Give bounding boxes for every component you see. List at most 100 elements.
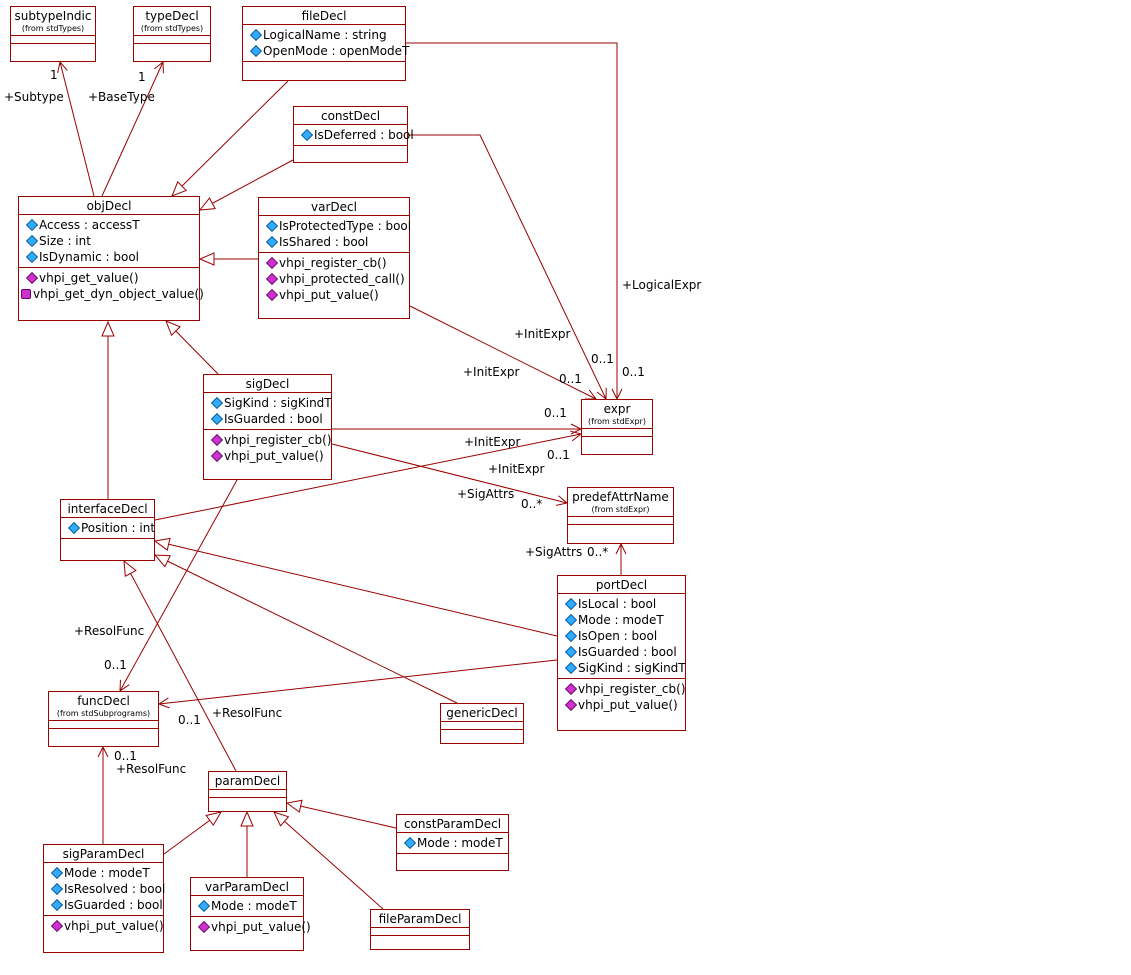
operations-compartment: vhpi_put_value() <box>44 916 164 936</box>
attribute: Mode : modeT <box>564 612 683 628</box>
role-label: +SigAttrs <box>525 545 583 559</box>
attributes-compartment <box>568 517 673 525</box>
operation-icon <box>265 272 279 286</box>
operation: vhpi_put_value() <box>50 918 164 934</box>
class-name: varParamDecl <box>191 878 303 896</box>
operations-compartment <box>243 62 405 69</box>
attributes-compartment <box>371 928 469 936</box>
operations-compartment: vhpi_get_value() vhpi_get_dyn_object_val… <box>19 268 204 304</box>
attributes-compartment: IsDeferred : bool <box>294 125 414 146</box>
attribute-icon <box>564 613 578 627</box>
class-paramDecl[interactable]: paramDecl <box>208 771 287 812</box>
assoc-objDecl-typeDecl <box>101 62 163 197</box>
operations-compartment <box>294 146 407 153</box>
class-funcDecl[interactable]: funcDecl(from stdSubprograms) <box>48 691 159 747</box>
assoc-interfaceDecl-expr <box>154 434 581 521</box>
class-constParamDecl[interactable]: constParamDecl Mode : modeT <box>396 814 509 871</box>
class-name: portDecl <box>558 576 685 594</box>
multiplicity-label: 0..1 <box>104 658 127 672</box>
class-name: interfaceDecl <box>61 500 154 518</box>
class-sigParamDecl[interactable]: sigParamDecl Mode : modeT IsResolved : b… <box>43 844 165 953</box>
operations-compartment: vhpi_put_value() <box>191 917 311 937</box>
class-fileParamDecl[interactable]: fileParamDecl <box>370 909 470 950</box>
class-constDecl[interactable]: constDecl IsDeferred : bool <box>293 106 414 163</box>
attribute-icon <box>25 234 39 248</box>
operation-icon <box>197 920 211 934</box>
class-typeDecl[interactable]: typeDecl(from stdTypes) <box>133 6 211 62</box>
gen-constParamDecl-paramDecl <box>287 803 397 829</box>
class-portDecl[interactable]: portDecl IsLocal : bool Mode : modeT IsO… <box>557 575 686 731</box>
attribute-icon <box>300 128 314 142</box>
attributes-compartment: SigKind : sigKindT IsGuarded : bool <box>204 393 332 430</box>
class-objDecl[interactable]: objDecl Access : accessT Size : int IsDy… <box>18 196 204 321</box>
role-label: +SigAttrs <box>457 487 515 501</box>
class-genericDecl[interactable]: genericDecl <box>440 703 524 744</box>
class-name: fileParamDecl <box>371 910 469 928</box>
class-name: predefAttrName(from stdExpr) <box>568 488 673 517</box>
attributes-compartment: Mode : modeT <box>191 896 303 917</box>
operation: vhpi_register_cb() <box>564 681 686 697</box>
attribute: LogicalName : string <box>249 27 403 43</box>
class-name: sigDecl <box>204 375 331 393</box>
role-label: +BaseType <box>88 90 155 104</box>
gen-fileParamDecl-paramDecl <box>274 812 384 910</box>
attribute-icon <box>210 412 224 426</box>
assoc-sigDecl-funcDecl <box>120 479 238 691</box>
assoc-fileDecl-expr <box>406 42 617 399</box>
operation-icon <box>265 288 279 302</box>
operations-compartment: vhpi_register_cb() vhpi_protected_call()… <box>259 253 409 305</box>
gen-constDecl-objDecl <box>200 159 294 210</box>
gen-portDecl-interfaceDecl <box>155 541 558 637</box>
class-subtypeIndic[interactable]: subtypeIndic(from stdTypes) <box>10 6 96 62</box>
attribute: IsGuarded : bool <box>50 897 163 913</box>
operations-compartment <box>568 525 673 532</box>
class-name: paramDecl <box>209 772 286 790</box>
class-varParamDecl[interactable]: varParamDecl Mode : modeT vhpi_put_value… <box>190 877 311 951</box>
attribute: Mode : modeT <box>50 865 161 881</box>
role-label: +InitExpr <box>464 435 521 449</box>
attribute-icon <box>249 28 263 42</box>
operation: vhpi_register_cb() <box>210 432 332 448</box>
class-predefAttrName[interactable]: predefAttrName(from stdExpr) <box>567 487 674 544</box>
role-label: +ResolFunc <box>74 624 145 638</box>
attribute: Position : int <box>67 520 155 536</box>
operation: vhpi_put_value() <box>210 448 329 464</box>
class-sigDecl[interactable]: sigDecl SigKind : sigKindT IsGuarded : b… <box>203 374 332 480</box>
attributes-compartment: Mode : modeT <box>397 833 508 854</box>
attributes-compartment: Access : accessT Size : int IsDynamic : … <box>19 215 199 268</box>
attributes-compartment: LogicalName : string OpenMode : openMode… <box>243 25 409 62</box>
attributes-compartment <box>582 429 652 437</box>
attribute: IsDynamic : bool <box>25 249 197 265</box>
role-label: +ResolFunc <box>212 706 283 720</box>
class-interfaceDecl[interactable]: interfaceDecl Position : int <box>60 499 155 561</box>
class-name: fileDecl <box>243 7 405 25</box>
multiplicity-label: 0..1 <box>591 352 614 366</box>
multiplicity-label: 1 <box>138 70 146 84</box>
attributes-compartment: Mode : modeT IsResolved : bool IsGuarded… <box>44 863 165 916</box>
multiplicity-label: 0..1 <box>622 365 645 379</box>
gen-sigParamDecl-paramDecl <box>163 812 221 855</box>
operation-icon <box>564 682 578 696</box>
multiplicity-label: 0..* <box>521 497 543 511</box>
attribute: IsProtectedType : bool <box>265 218 411 234</box>
protected-operation-icon <box>21 289 31 299</box>
role-label: +Subtype <box>4 90 64 104</box>
attributes-compartment: Position : int <box>61 518 155 539</box>
attribute-icon <box>50 898 64 912</box>
class-name: sigParamDecl <box>44 845 163 863</box>
attribute-icon <box>403 836 417 850</box>
class-name: varDecl <box>259 198 409 216</box>
attribute: IsShared : bool <box>265 234 407 250</box>
operation-icon <box>25 271 39 285</box>
class-expr[interactable]: expr(from stdExpr) <box>581 399 653 455</box>
attributes-compartment <box>134 36 210 44</box>
class-name: expr(from stdExpr) <box>582 400 652 429</box>
class-varDecl[interactable]: varDecl IsProtectedType : bool IsShared … <box>258 197 411 319</box>
class-fileDecl[interactable]: fileDecl LogicalName : string OpenMode :… <box>242 6 409 81</box>
attribute: IsGuarded : bool <box>564 644 683 660</box>
attribute: Mode : modeT <box>403 835 506 851</box>
operation-icon <box>564 698 578 712</box>
attribute-icon <box>197 899 211 913</box>
operations-compartment: vhpi_register_cb() vhpi_put_value() <box>204 430 332 466</box>
